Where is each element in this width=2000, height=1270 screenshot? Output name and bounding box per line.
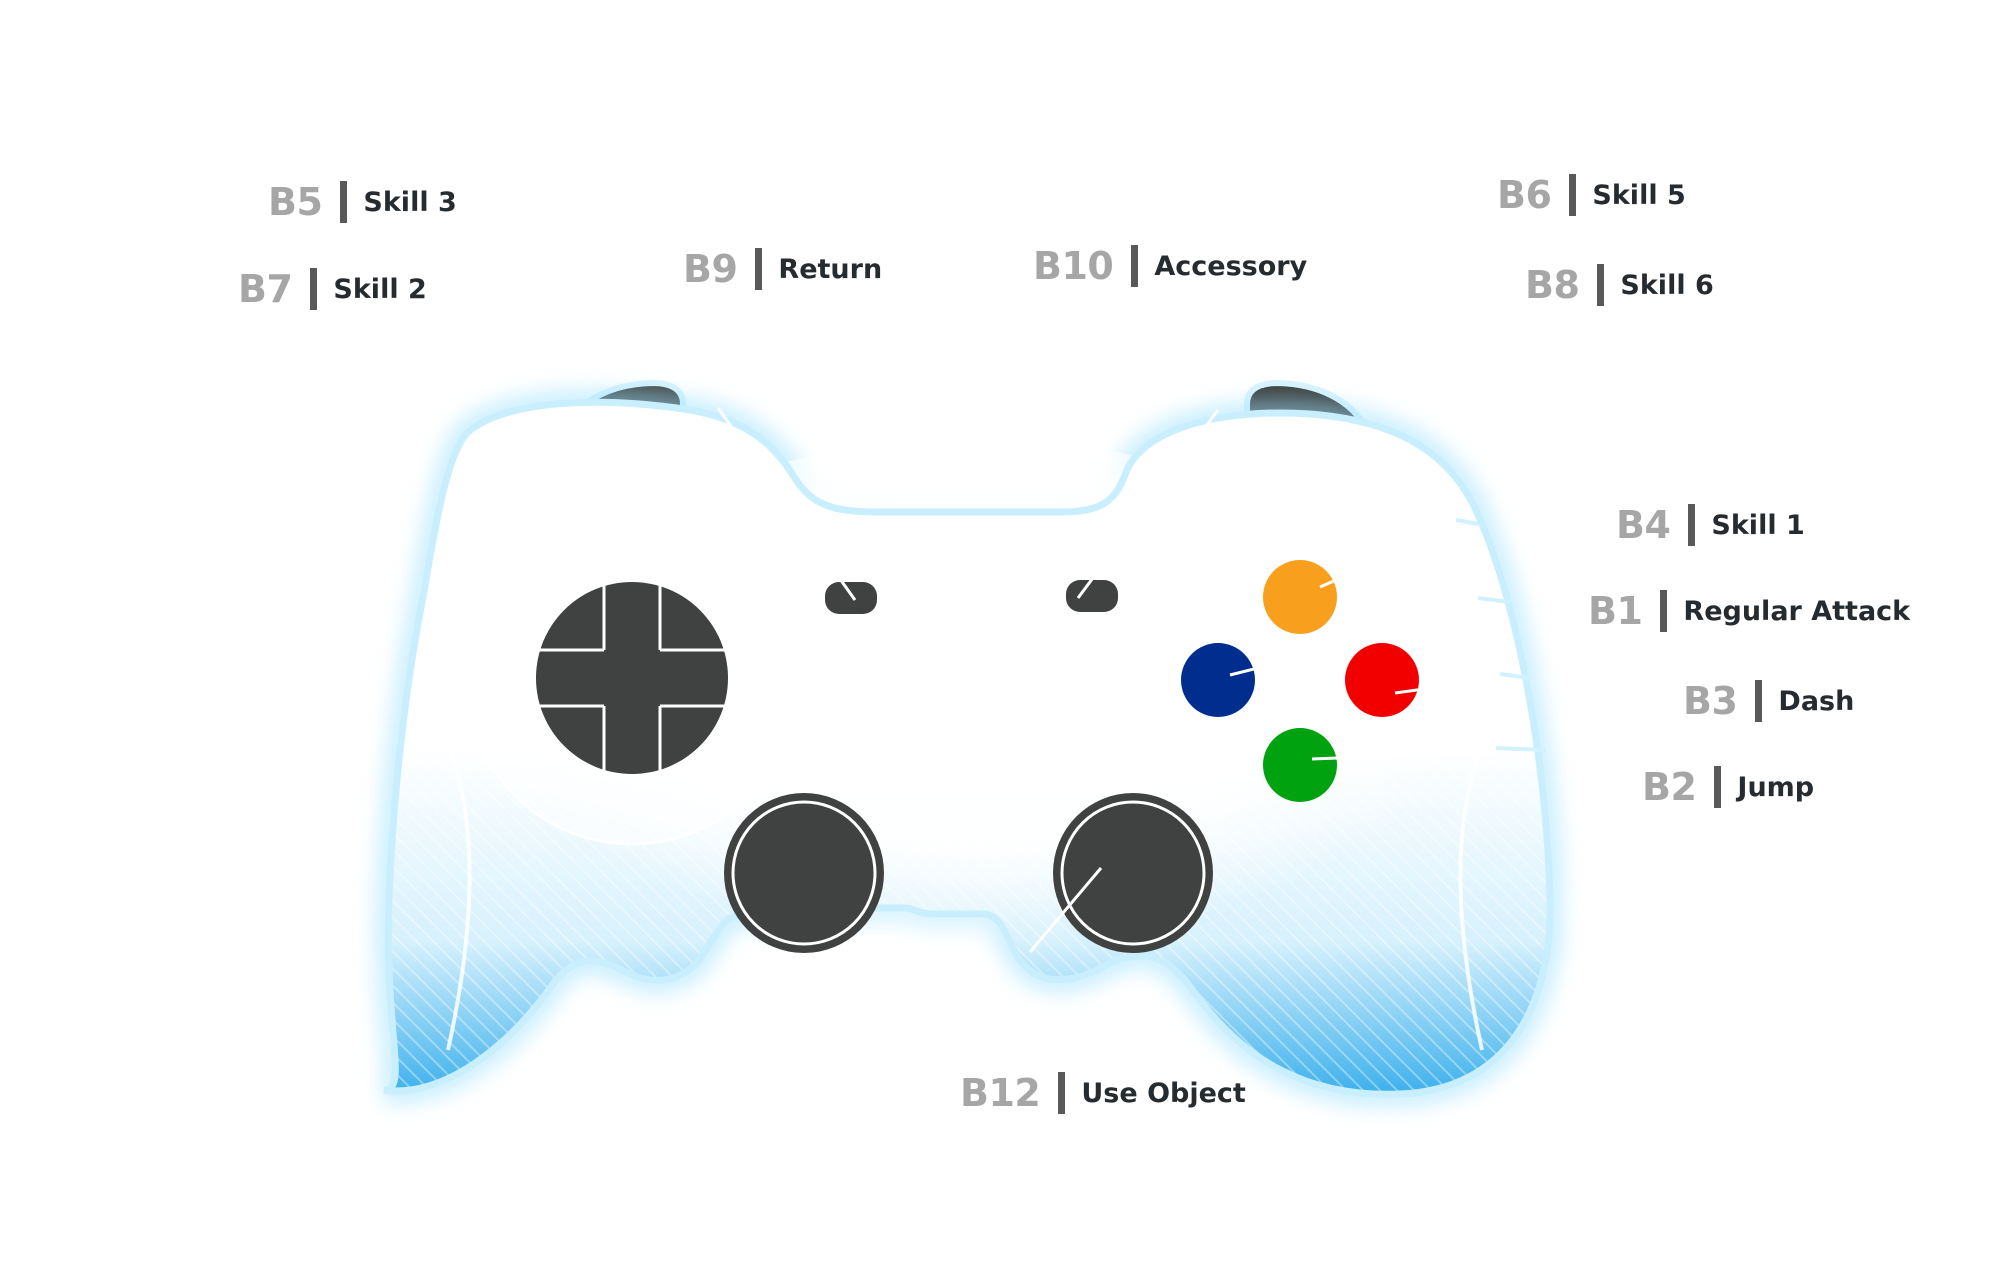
label-b2-separator xyxy=(1714,766,1722,808)
label-b7: B7 Skill 2 xyxy=(238,268,427,310)
label-b2-code: B2 xyxy=(1642,765,1697,809)
label-b7-separator xyxy=(310,268,318,310)
label-b8-separator xyxy=(1597,264,1605,306)
label-b8-action: Skill 6 xyxy=(1620,269,1714,301)
label-b8: B8 Skill 6 xyxy=(1525,264,1714,306)
right-grip-line xyxy=(1458,688,1510,1051)
label-b2: B2 Jump xyxy=(1642,766,1814,808)
label-b9-code: B9 xyxy=(683,247,738,291)
label-b10-action: Accessory xyxy=(1154,250,1308,282)
label-b6-separator xyxy=(1569,174,1577,216)
leader-lines xyxy=(716,407,1541,953)
label-b3-action: Dash xyxy=(1778,685,1855,717)
right-analog-stick[interactable] xyxy=(1053,793,1213,953)
label-b7-action: Skill 2 xyxy=(333,273,427,305)
label-b1-code: B1 xyxy=(1588,589,1643,633)
label-b9-action: Return xyxy=(778,253,883,285)
face-button-right[interactable] xyxy=(1345,643,1419,717)
left-analog-stick[interactable] xyxy=(724,793,884,953)
label-b12: B12 Use Object xyxy=(960,1072,1246,1114)
label-b10: B10 Accessory xyxy=(1033,245,1307,287)
face-button-bottom[interactable] xyxy=(1263,728,1337,802)
label-b4: B4 Skill 1 xyxy=(1616,504,1805,546)
start-button[interactable] xyxy=(1066,580,1118,612)
label-b8-code: B8 xyxy=(1525,263,1580,307)
face-button-left[interactable] xyxy=(1181,643,1255,717)
label-b3: B3 Dash xyxy=(1683,680,1854,722)
label-b12-action: Use Object xyxy=(1081,1077,1246,1109)
label-b12-separator xyxy=(1058,1072,1066,1114)
label-b7-code: B7 xyxy=(238,267,293,311)
label-b4-separator xyxy=(1688,504,1696,546)
label-b5-separator xyxy=(340,181,348,223)
label-b1: B1 Regular Attack xyxy=(1588,590,1910,632)
label-b9-separator xyxy=(755,248,763,290)
face-button-top[interactable] xyxy=(1263,560,1337,634)
label-b1-separator xyxy=(1660,590,1668,632)
label-b4-code: B4 xyxy=(1616,503,1671,547)
label-b6-code: B6 xyxy=(1497,173,1552,217)
label-b5: B5 Skill 3 xyxy=(268,181,457,223)
dpad[interactable] xyxy=(536,582,728,774)
label-b10-separator xyxy=(1131,245,1139,287)
body-outline xyxy=(383,398,1554,1098)
left-grip-line xyxy=(420,688,472,1051)
label-b5-code: B5 xyxy=(268,180,323,224)
select-button[interactable] xyxy=(825,582,877,614)
label-b1-action: Regular Attack xyxy=(1683,595,1911,627)
label-b2-action: Jump xyxy=(1737,771,1815,803)
label-b5-action: Skill 3 xyxy=(363,186,457,218)
label-b9: B9 Return xyxy=(683,248,882,290)
label-b12-code: B12 xyxy=(960,1071,1041,1115)
label-b3-separator xyxy=(1755,680,1763,722)
label-b4-action: Skill 1 xyxy=(1711,509,1805,541)
label-b10-code: B10 xyxy=(1033,244,1114,288)
label-b6: B6 Skill 5 xyxy=(1497,174,1686,216)
label-b6-action: Skill 5 xyxy=(1592,179,1686,211)
leader-line-breaks xyxy=(1455,518,1547,752)
label-b3-code: B3 xyxy=(1683,679,1738,723)
